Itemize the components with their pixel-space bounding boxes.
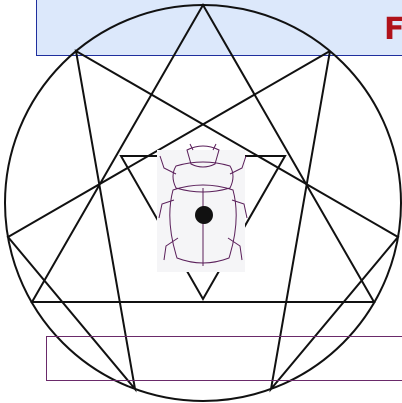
lower-box bbox=[46, 336, 402, 381]
center-dot bbox=[195, 206, 213, 224]
